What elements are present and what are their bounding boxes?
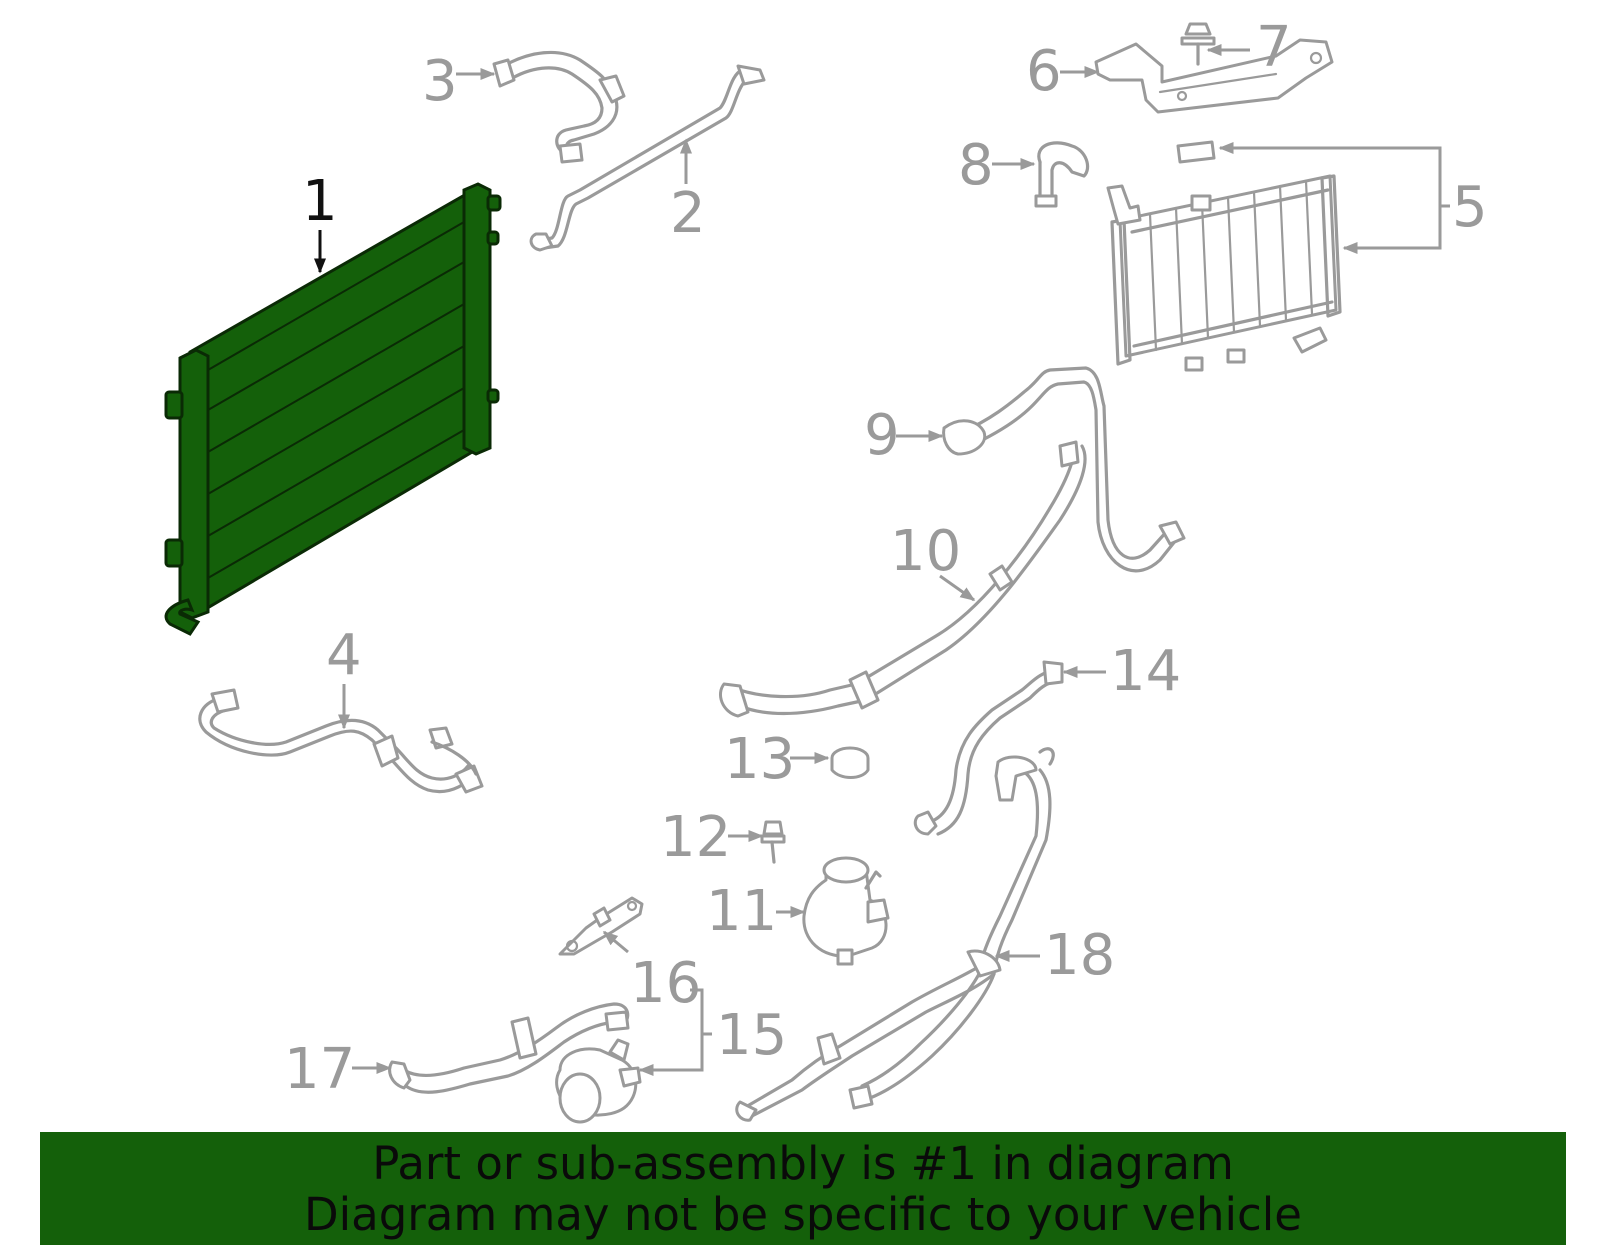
footer-line-2: Diagram may not be specific to your vehi…: [304, 1187, 1302, 1241]
hose-part-10[interactable]: [719, 440, 1087, 718]
callout-12: 12: [660, 805, 731, 870]
radiator-mounts: [164, 194, 502, 636]
reservoir-part-11[interactable]: [802, 856, 890, 966]
hose-part-18[interactable]: [735, 747, 1055, 1122]
cap-part-13[interactable]: [830, 746, 870, 779]
callout-13: 13: [724, 727, 795, 792]
aux-radiator-part-5[interactable]: [1106, 140, 1342, 372]
callout-4: 4: [326, 623, 362, 688]
radiator-fins: [207, 221, 465, 579]
callout-9: 9: [864, 403, 900, 468]
fitting-part-8[interactable]: [1034, 141, 1090, 208]
callout-2: 2: [670, 181, 706, 246]
hose-part-3[interactable]: [492, 50, 626, 164]
callout-15: 15: [716, 1003, 787, 1068]
callout-5: 5: [1452, 175, 1488, 240]
footer-line-1: Part or sub-assembly is #1 in diagram: [372, 1136, 1234, 1190]
callout-7: 7: [1256, 15, 1292, 80]
callout-11: 11: [706, 879, 777, 944]
callout-6: 6: [1026, 39, 1062, 104]
callout-14: 14: [1110, 639, 1181, 704]
callout-10: 10: [890, 519, 961, 584]
callouts: 1 2 3 4 5 6 7 8 9 10 11 12 13 14 15: [284, 15, 1488, 1102]
footer-banner: Part or sub-assembly is #1 in diagram Di…: [40, 1132, 1566, 1245]
hose-part-4[interactable]: [198, 688, 484, 794]
callout-16: 16: [630, 951, 701, 1016]
callout-17: 17: [284, 1037, 355, 1102]
callout-8: 8: [958, 133, 994, 198]
leader-16: [602, 930, 629, 954]
hose-part-2[interactable]: [529, 64, 766, 252]
callout-18: 18: [1044, 923, 1115, 988]
radiator-part-1[interactable]: [164, 182, 502, 636]
bracket-part-6[interactable]: [1094, 38, 1334, 114]
leader-10: [939, 574, 976, 602]
callout-1: 1: [302, 169, 338, 234]
bolt-part-12[interactable]: [760, 820, 786, 864]
radiator-left-tank: [178, 348, 210, 620]
bolt-part-7[interactable]: [1180, 22, 1216, 66]
hose-part-9[interactable]: [942, 366, 1186, 573]
radiator-right-tank: [462, 182, 492, 456]
hose-part-17[interactable]: [388, 1002, 630, 1094]
leader-5-bracket: [1430, 146, 1442, 250]
callout-3: 3: [422, 49, 458, 114]
hose-part-14[interactable]: [913, 660, 1064, 836]
bracket-part-16[interactable]: [558, 896, 644, 956]
pump-part-15[interactable]: [555, 1038, 642, 1124]
